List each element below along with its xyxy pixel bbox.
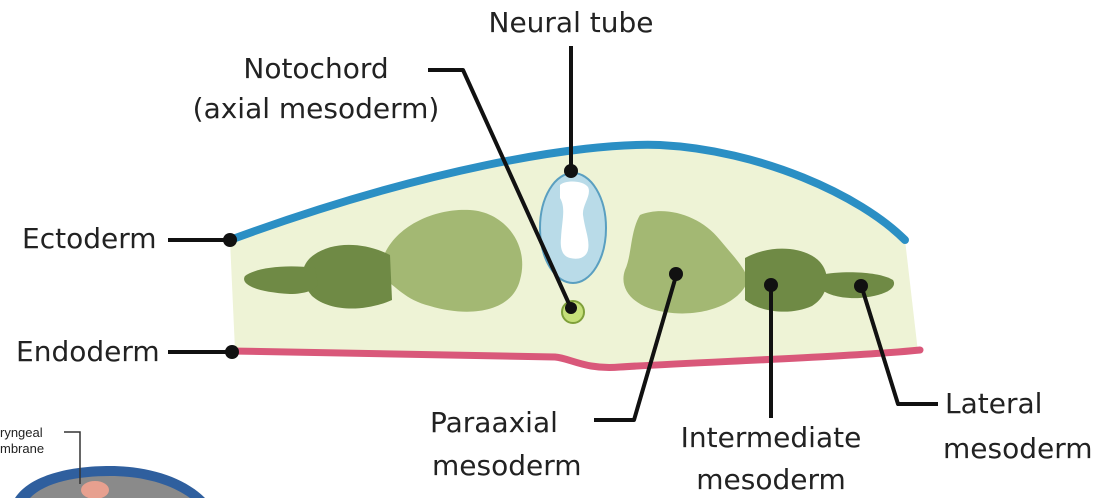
label-lateral-line2: mesoderm	[943, 432, 1093, 465]
inset-label-line1: ryngeal	[0, 425, 43, 440]
dot-ectoderm	[223, 233, 237, 247]
inset-partial-figure: ryngeal mbrane	[0, 425, 205, 498]
label-intermediate-line2: mesoderm	[696, 463, 846, 496]
dot-neural-tube	[564, 164, 578, 178]
label-neural-tube: Neural tube	[489, 6, 654, 39]
label-ectoderm: Ectoderm	[22, 222, 157, 255]
label-notochord-line1: Notochord	[243, 52, 388, 85]
dot-notochord	[565, 302, 577, 314]
label-intermediate-line1: Intermediate	[681, 421, 862, 454]
inset-label-line2: mbrane	[0, 441, 44, 456]
dot-endoderm	[225, 345, 239, 359]
dot-lateral	[854, 279, 868, 293]
label-lateral-line1: Lateral	[945, 387, 1042, 420]
dot-intermediate	[764, 278, 778, 292]
dot-paraxial	[669, 267, 683, 281]
right-intermediate-mesoderm	[745, 249, 827, 312]
label-paraxial-line2: mesoderm	[432, 449, 582, 482]
label-endoderm: Endoderm	[16, 335, 160, 368]
label-notochord-line2: (axial mesoderm)	[193, 92, 440, 125]
label-paraxial-line1: Paraaxial	[430, 406, 558, 439]
